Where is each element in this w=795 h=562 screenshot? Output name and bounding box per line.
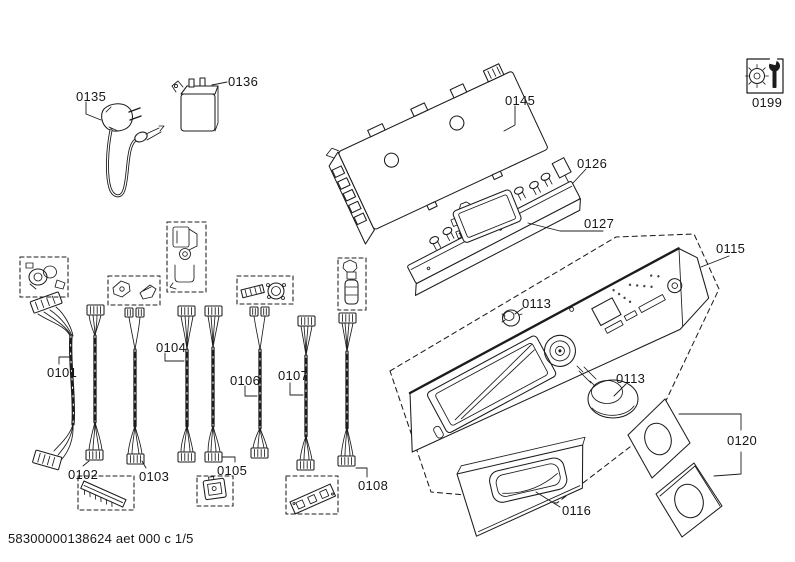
callout-box-clamp [236, 275, 294, 305]
callout-box-sensor [337, 257, 367, 311]
cable-0108-drawing [337, 312, 357, 467]
tools-icon [745, 56, 784, 94]
part-label-0113-button: 0113 [522, 296, 552, 311]
part-label-0107: 0107 [278, 368, 309, 383]
interference-suppressor-drawing [171, 77, 219, 132]
cable-harness-0101-drawing [29, 291, 76, 471]
callout-box-pump [19, 256, 69, 298]
cable-0102-drawing [85, 304, 105, 461]
panel-selection-outline [389, 233, 720, 504]
power-module-drawing [325, 63, 548, 245]
rotary-knob-drawing [576, 365, 639, 419]
callout-box-pcb-strip [285, 475, 339, 515]
part-label-0116: 0116 [562, 503, 592, 518]
push-button-drawing [501, 309, 523, 327]
part-label-0136: 0136 [228, 74, 259, 89]
cable-0107-drawing [296, 315, 316, 471]
part-label-0108: 0108 [358, 478, 389, 493]
knob-bezel-plates-drawing [627, 398, 723, 538]
callout-box-square-part [196, 475, 234, 507]
part-label-0105: 0105 [217, 463, 248, 478]
part-label-0145: 0145 [505, 93, 536, 108]
part-label-0113-knob: 0113 [616, 371, 646, 386]
leader-lines [58, 81, 742, 508]
part-label-0115: 0115 [716, 241, 746, 256]
part-label-0102: 0102 [68, 467, 99, 482]
part-label-0126: 0126 [577, 156, 608, 171]
cable-0106-drawing [249, 306, 270, 459]
part-label-0120: 0120 [724, 433, 760, 448]
control-panel-drawing [408, 247, 710, 453]
cable-0105-drawing [204, 305, 223, 463]
part-label-0103: 0103 [139, 469, 170, 484]
part-label-0135: 0135 [76, 89, 107, 104]
cable-0103-drawing [124, 307, 145, 465]
power-cord-drawing [101, 103, 165, 198]
display-window-drawing [450, 189, 522, 243]
drawer-front-drawing [456, 436, 586, 537]
part-label-0199: 0199 [752, 95, 783, 110]
part-label-0106: 0106 [230, 373, 261, 388]
callout-box-latch [107, 275, 161, 306]
cable-0104-drawing [177, 305, 196, 463]
part-label-0104: 0104 [156, 340, 187, 355]
footer-code: 58300000138624 aet 000 c 1/5 [8, 531, 194, 546]
part-label-0101: 0101 [47, 365, 78, 380]
part-label-0127: 0127 [584, 216, 615, 231]
callout-box-comb-strip [77, 475, 135, 511]
callout-box-bracket [166, 221, 207, 293]
